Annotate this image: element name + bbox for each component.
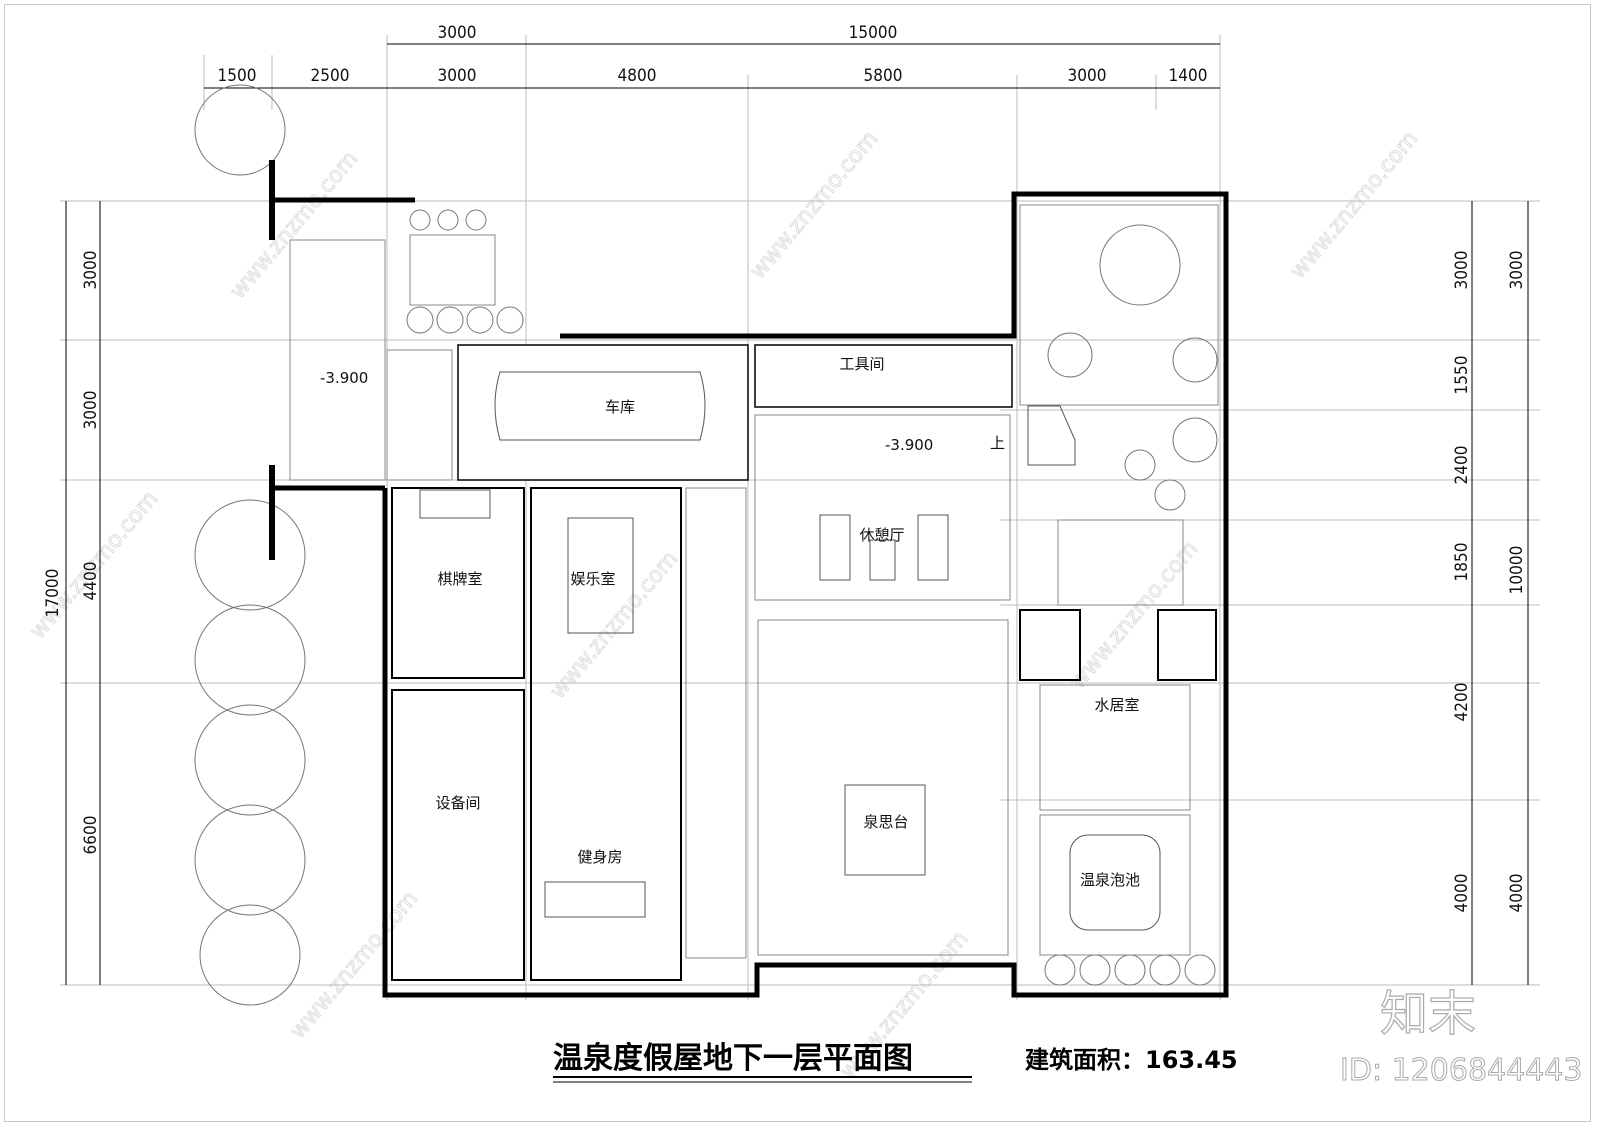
dim-right-overall: 10000 xyxy=(1507,546,1527,595)
watermark-id: ID: 1206844443 xyxy=(1340,1053,1582,1088)
dim-left: 3000 xyxy=(81,391,101,430)
tree-symbols xyxy=(194,84,1218,1006)
dim-left: 4400 xyxy=(81,562,101,601)
watermark-site: www.znzmo.com xyxy=(745,126,883,283)
watermark-logo: 知末 xyxy=(1380,986,1476,1042)
watermark-site: www.znzmo.com xyxy=(225,146,363,303)
drawing-frame xyxy=(4,4,1591,1122)
exterior-walls xyxy=(269,160,1229,998)
dim-top-overall: 3000 xyxy=(438,23,477,43)
dim-right: 3000 xyxy=(1452,251,1472,290)
watermark-site: www.znzmo.com xyxy=(285,886,423,1043)
room-label-platform: 泉思台 xyxy=(863,813,908,831)
patio-area xyxy=(289,239,386,481)
dim-left: 3000 xyxy=(81,251,101,290)
dim-left-overall: 17000 xyxy=(43,569,63,618)
dim-right: 2400 xyxy=(1452,446,1472,485)
dim-right: 4200 xyxy=(1452,683,1472,722)
dim-top: 1500 xyxy=(218,66,257,86)
room-label-lounge: 休憩厅 xyxy=(859,526,904,544)
dim-top: 3000 xyxy=(1068,66,1107,86)
level-mark-lounge: -3.900 xyxy=(885,436,933,454)
dim-right: 1850 xyxy=(1452,543,1472,582)
drawing-title: 温泉度假屋地下一层平面图 xyxy=(553,1041,913,1076)
room-label-entertainment-room: 娱乐室 xyxy=(570,570,615,588)
level-mark-patio: -3.900 xyxy=(320,369,368,387)
room-label-gym: 健身房 xyxy=(577,848,622,866)
room-label-equipment-room: 设备间 xyxy=(435,794,480,812)
dim-top: 5800 xyxy=(864,66,903,86)
dim-top: 2500 xyxy=(311,66,350,86)
dimension-lines xyxy=(65,43,1529,985)
dim-top: 3000 xyxy=(438,66,477,86)
room-label-garage: 车库 xyxy=(605,398,635,416)
patio-area xyxy=(386,349,453,481)
dim-top: 1400 xyxy=(1169,66,1208,86)
dim-top: 4800 xyxy=(618,66,657,86)
area-label: 建筑面积：163.45 xyxy=(1025,1046,1238,1074)
axis-lines xyxy=(60,35,1540,1000)
dim-right-overall: 4000 xyxy=(1507,874,1527,913)
room-label-hot-spring-pool: 温泉泡池 xyxy=(1080,871,1140,889)
dim-right: 4000 xyxy=(1452,874,1472,913)
interior-walls xyxy=(391,204,1219,981)
room-label-water-room: 水居室 xyxy=(1094,696,1139,714)
room-label-tool-room: 工具间 xyxy=(839,355,884,373)
dim-right: 1550 xyxy=(1452,356,1472,395)
dim-top-overall: 15000 xyxy=(849,23,898,43)
room-label-chess-room: 棋牌室 xyxy=(437,570,482,588)
watermark-site: www.znzmo.com xyxy=(1285,126,1423,283)
stair-up-label: 上 xyxy=(990,434,1005,452)
dim-right-overall: 3000 xyxy=(1507,251,1527,290)
outdoor-steps xyxy=(409,234,496,306)
dim-left: 6600 xyxy=(81,816,101,855)
